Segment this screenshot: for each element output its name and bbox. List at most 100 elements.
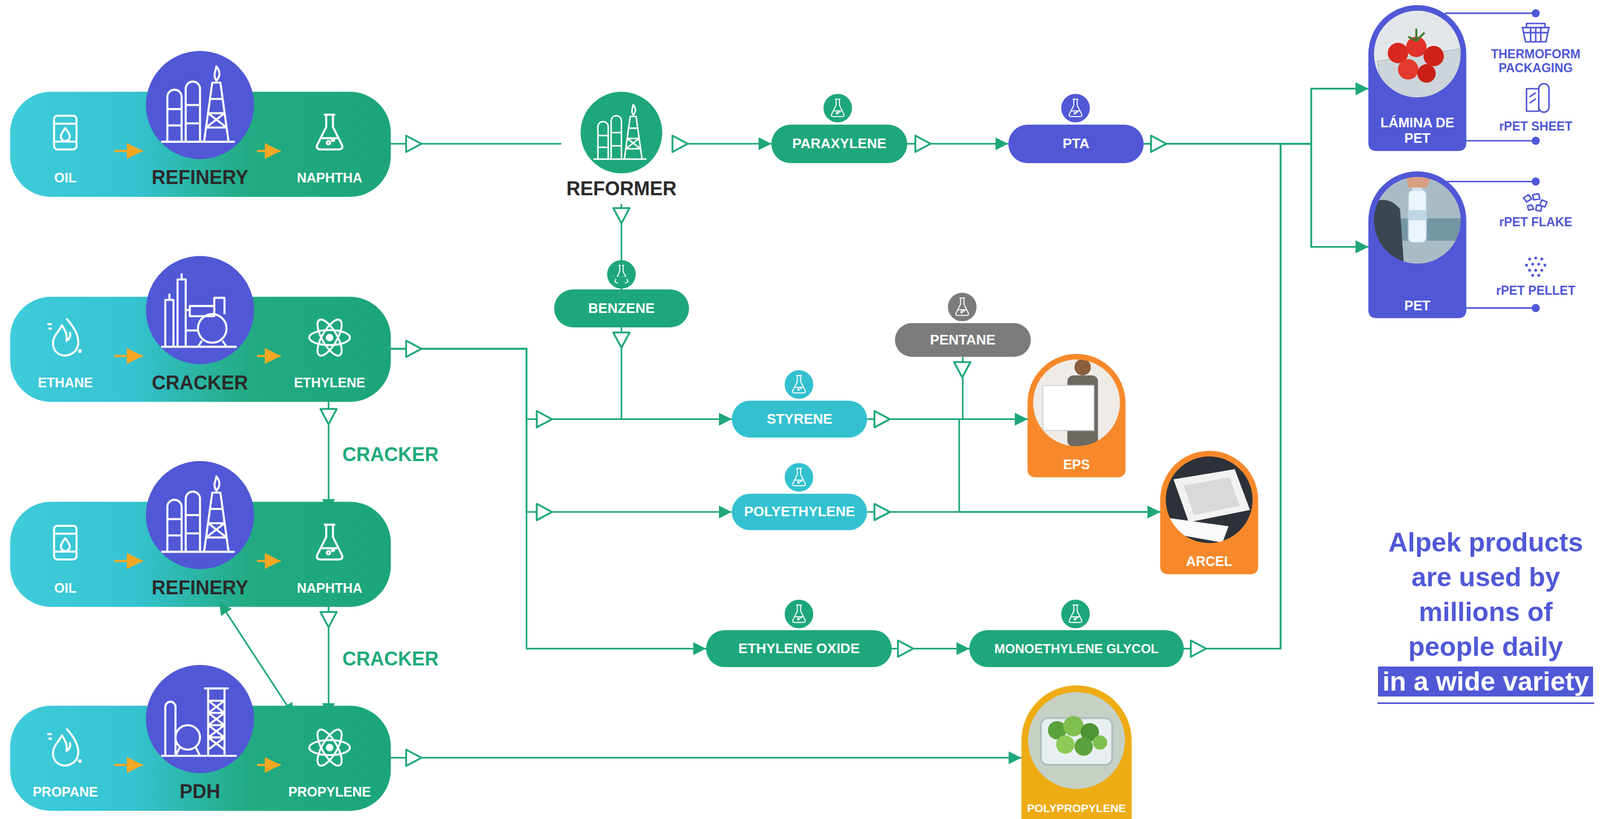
tomato-photo	[1423, 46, 1444, 67]
outlet-marker	[320, 409, 338, 425]
node-label: PTA	[1062, 135, 1090, 152]
use-icon	[1526, 83, 1550, 112]
use-icon	[1523, 193, 1548, 211]
chemical-icon	[792, 468, 806, 487]
flow-connector	[1143, 143, 1369, 248]
plant-circle: CRACKER	[142, 256, 258, 397]
tomato-photo	[1417, 64, 1436, 83]
step-arrow	[114, 763, 143, 767]
node-label: POLYPROPYLENE	[1027, 801, 1127, 815]
node-label: OIL	[54, 170, 77, 186]
arcel-photo	[1158, 448, 1261, 551]
outlet-marker	[898, 640, 914, 657]
connector-group	[114, 88, 1369, 765]
salad-photo	[1024, 689, 1131, 796]
eps-photo	[1042, 385, 1094, 431]
tagline-text: in a wide variety	[1378, 666, 1594, 697]
tagline-box: Alpek products are used by millions of p…	[1377, 525, 1594, 704]
node-label: ETHYLENE	[293, 374, 365, 391]
product-card: PET	[1368, 171, 1467, 319]
node-label: PENTANE	[930, 332, 996, 349]
salad-photo	[1074, 737, 1093, 756]
band-icon	[47, 318, 82, 356]
chemical-icon	[1060, 93, 1091, 124]
flow-connector	[681, 142, 772, 145]
feedstock-step: PROPYLENE	[280, 715, 379, 806]
plant-circle	[146, 256, 255, 365]
eps-photo	[1025, 351, 1128, 455]
tagline-text: Alpek products are used by millions of p…	[1388, 527, 1583, 662]
product-pill: ETHYLENE OXIDE	[706, 630, 892, 668]
product-pill: BENZENE	[554, 289, 690, 328]
pellet-icon	[1528, 269, 1531, 272]
product-pill: MONOETHYLENE GLYCOL	[969, 630, 1184, 668]
edge-label: CRACKER	[340, 443, 441, 466]
chemical-icon	[792, 605, 806, 623]
flow-connector	[1183, 88, 1369, 649]
tagline-line: in a wide variety	[1377, 664, 1594, 700]
leader-dot	[1531, 177, 1540, 186]
tomato-photo	[1367, 5, 1470, 108]
outlet-marker	[406, 340, 422, 358]
node-label: NAPHTHA	[296, 580, 363, 596]
outlet-marker	[1151, 135, 1167, 153]
outlet-marker	[536, 410, 553, 428]
product-pill: PARAXYLENE	[771, 124, 908, 164]
product-pill: POLYETHYLENE	[731, 493, 868, 531]
plant-circle	[161, 688, 237, 756]
bottle-photo	[1372, 175, 1463, 266]
chemical-icon	[822, 93, 853, 124]
outlet-marker	[874, 503, 891, 521]
plant-circle	[146, 461, 255, 570]
pellet-icon	[1528, 257, 1531, 261]
eps-photo	[1025, 351, 1128, 455]
step-arrow	[114, 560, 143, 563]
node-label: CRACKER	[151, 371, 249, 394]
chemical-icon	[783, 462, 815, 493]
node-label: PDH	[179, 780, 221, 803]
plant-circle	[161, 66, 235, 142]
arcel-photo	[1164, 454, 1254, 545]
node-label: PET	[1404, 297, 1431, 314]
band-icon	[316, 524, 343, 560]
outlet-marker	[320, 611, 338, 628]
band-icon	[309, 726, 350, 770]
node-label: OIL	[54, 580, 77, 596]
outlet-marker	[1190, 640, 1207, 657]
product-card: POLYPROPYLENE	[1021, 685, 1132, 819]
band-icon	[47, 728, 82, 766]
node-label: STYRENE	[766, 411, 833, 428]
node-label: POLYETHYLENE	[744, 503, 855, 520]
flow-connector	[378, 348, 732, 420]
eps-photo	[1074, 358, 1092, 376]
node-label: LÁMINA DE PET	[1373, 115, 1462, 147]
flow-connector	[1143, 88, 1369, 144]
step-arrow	[257, 560, 281, 563]
tomato-photo	[1367, 5, 1470, 108]
band-icon	[316, 114, 343, 150]
bottle-photo	[1407, 210, 1427, 221]
chemical-icon	[946, 291, 978, 323]
feedstock-step: ETHANE	[16, 307, 115, 397]
plant-circle	[161, 476, 235, 552]
feedstock-step: OIL	[16, 102, 115, 193]
tomato-photo	[1407, 28, 1425, 41]
outlet-marker	[672, 135, 688, 153]
node-label: NAPHTHA	[296, 170, 363, 186]
flow-connector	[378, 756, 1022, 759]
salad-photo	[1092, 735, 1108, 750]
feedstock-step: OIL	[16, 511, 115, 602]
flow-connector	[378, 348, 707, 649]
flow-connector	[621, 327, 732, 420]
feedstock-band	[10, 92, 392, 811]
flow-connector	[219, 601, 294, 717]
pellet-icon	[1525, 263, 1528, 267]
edge-label: CRACKER	[340, 648, 441, 670]
plant-circle: REFINERY	[142, 461, 258, 602]
band-icon	[47, 114, 351, 769]
product-pill: PTA	[1008, 124, 1145, 164]
pellet-icon	[1543, 263, 1546, 267]
plant-circle	[593, 104, 647, 160]
node-label: PROPYLENE	[288, 784, 371, 800]
node-label: BENZENE	[588, 300, 655, 317]
